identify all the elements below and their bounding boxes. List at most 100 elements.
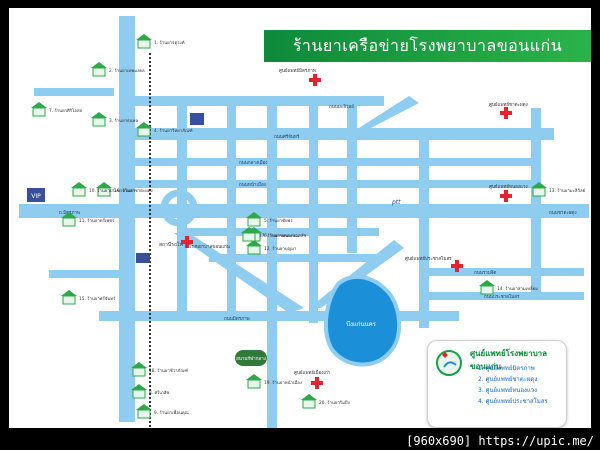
pharmacy-house-icon — [301, 394, 317, 409]
pharmacy-house-icon — [136, 404, 152, 419]
pharmacy-label: 7. ร้านยาศิริโอสถ — [49, 107, 83, 114]
road-label: ถนนศรีจันทร์ — [274, 133, 300, 140]
pharmacy-house-icon — [131, 384, 147, 399]
ptt-icon: ptt — [391, 199, 401, 206]
stadium — [235, 350, 267, 366]
hospital-markers — [181, 74, 512, 389]
road-label: ถนนหน้าเมือง — [239, 181, 266, 188]
map-title: ร้านยาเครือข่ายโรงพยาบาลขอนแก่น — [264, 30, 591, 62]
road-label: ถนนประชาสโมสร — [484, 293, 520, 300]
red-cross-icon — [500, 190, 512, 202]
red-cross-icon — [181, 236, 193, 248]
center-label: ศูนย์แพทย์ประชาสโมสร — [405, 255, 452, 262]
lake-label: บึงแก่นนคร — [346, 321, 377, 328]
pharmacy-label: 6. ร้านยาหนองแวง — [264, 233, 300, 239]
road-srichan — [134, 128, 554, 140]
pharmacy-label: 5. ร้านยาชัยพร — [264, 218, 293, 224]
red-cross-icon — [500, 107, 512, 119]
pharmacy-house-icon — [31, 102, 47, 117]
road-diagonal — [359, 96, 419, 128]
legend-item: 4. ศูนย์แพทย์ประชาสโมสร — [478, 398, 548, 405]
pharmacy-house-icon — [71, 182, 87, 197]
pharmacy-labels: 1. ร้านยาจตุรงค์ 2. ร้านยาเทพมงคล 3. ร้านย… — [49, 40, 586, 416]
legend-box: ศูนย์แพทย์โรงพยาบาลขอนแก่น 1. ศูนย์แพทย์… — [427, 340, 567, 428]
road-vertical — [347, 103, 357, 253]
pharmacy-label: 4. ร้านยาวิทยาภัณฑ์ — [154, 128, 193, 134]
road-label: ถนนกลางเมือง — [239, 159, 268, 166]
pharmacy-network-map: บึงแก่นนคร สนามกีฬากลาง VIP สถานีรถไฟ pt… — [9, 8, 591, 428]
road-vertical — [267, 98, 277, 428]
pharmacy-label: 8. ศรีเภสัช — [149, 390, 169, 396]
road-label: ถนนชาตะผดุง — [549, 210, 577, 216]
pharmacy-house-icon — [91, 112, 107, 127]
pharmacy-house-icon — [96, 182, 112, 197]
road-mittraphap-horizontal — [19, 204, 589, 218]
road-horizontal — [49, 270, 119, 278]
pharmacy-label: 3. ร้านยาธนพล — [109, 118, 138, 124]
road-vertical — [531, 108, 541, 298]
legend-item: 1. ศูนย์แพทย์มิตรภาพ — [478, 365, 535, 372]
pharmacy-house-icon — [131, 362, 147, 377]
road-horizontal — [419, 292, 584, 300]
vip-label: VIP — [31, 193, 41, 200]
pharmacy-house-icon — [61, 290, 77, 305]
road-diagonal — [174, 233, 304, 313]
pharmacy-label: 15. ร้านยาศรีจันทร์ — [79, 296, 116, 302]
pharmacy-house-icon — [136, 122, 152, 137]
pharmacy-house-icon — [136, 34, 152, 49]
legend-item: 2. ศูนย์แพทย์ชาตะผดุง — [478, 376, 538, 383]
road-label: ถนนมิตรภาพ — [224, 316, 250, 322]
red-cross-icon — [309, 74, 321, 86]
road-label: ถนนรวมจิต — [474, 270, 496, 276]
road-horizontal — [209, 254, 379, 262]
hospital-logo-icon — [436, 350, 462, 376]
center-label: ศูนย์แพทย์เมืองเก่า — [294, 369, 331, 376]
pharmacy-label: 19. ร้านยาหน้าเมือง — [264, 380, 302, 386]
pharmacy-label: 20. ร้านยาริมบึง — [319, 400, 350, 406]
pharmacy-house-icon — [246, 212, 262, 227]
roundabout — [160, 189, 198, 227]
stadium-label: สนามกีฬากลาง — [236, 355, 266, 362]
pharmacy-label: 14. ร้านยาสามเหลี่ยม — [497, 285, 538, 292]
road-horizontal — [134, 158, 534, 166]
pharmacy-label: 13. ร้านยามะลิวัลย์ — [549, 188, 586, 194]
pharmacy-house-icon — [246, 240, 262, 255]
road-horizontal — [99, 311, 459, 321]
pharmacy-house-icon — [479, 280, 495, 295]
road-horizontal — [134, 96, 384, 106]
legend-item: 3. ศูนย์แพทย์หนองแวง — [478, 387, 538, 394]
road-horizontal — [134, 180, 534, 188]
station-label: สถานีรถไฟ — [159, 241, 184, 248]
road-mittraphap-vertical — [119, 16, 135, 422]
pharmacy-label: 11. ร้านยาตรีเพชร — [79, 218, 115, 224]
pharmacy-label: 2. ร้านยาเทพมงคล — [109, 68, 145, 74]
watermark-text: [960x690] https://upic.me/ — [406, 434, 594, 448]
road-horizontal — [34, 88, 114, 96]
train-station-icon — [136, 253, 150, 263]
road-label: ถนนมะลิวัลย์ — [329, 103, 354, 110]
pharmacy-label: 10. ร้านยาประชาสโมสร — [89, 187, 136, 194]
hospital-label: โรงพยาบาลขอนแก่น — [189, 243, 230, 250]
pharmacy-label: 9. ร้านยาเพื่อนคุณ — [154, 409, 189, 416]
vip-badge — [27, 188, 45, 202]
center-label: ศูนย์แพทย์หนองแวง — [489, 183, 528, 190]
pharmacy-house-icon — [241, 227, 257, 242]
pharmacy-label: 16. ร้านยาชาตะผดุง — [114, 188, 153, 194]
red-cross-icon — [311, 377, 323, 389]
pharmacy-label: 18. ร้านยาชีวาภัณฑ์ — [149, 368, 188, 374]
red-cross-icon — [451, 260, 463, 272]
road-horizontal — [179, 228, 379, 236]
legend-title: ศูนย์แพทย์โรงพยาบาลขอนแก่น — [470, 349, 548, 371]
pharmacy-label: 1. ร้านยาจตุรงค์ — [154, 40, 185, 46]
bueng-kaen-nakhon-lake — [323, 274, 402, 367]
pharmacy-house-icon — [91, 62, 107, 77]
pharmacy-label: 17. ร้านยาขอนแก่นเภสัช — [259, 233, 306, 239]
map-canvas: บึงแก่นนคร สนามกีฬากลาง VIP สถานีรถไฟ pt… — [19, 16, 589, 428]
center-label: ศูนย์แพทย์ชาตะผดุง — [489, 101, 528, 108]
pharmacy-house-icon — [246, 374, 262, 389]
pharmacy-label: 12. ร้านยาบุญมา — [264, 246, 296, 252]
pharmacy-house-icon — [531, 182, 547, 197]
road-vertical — [419, 128, 429, 328]
pharmacy-house-icon — [61, 212, 77, 227]
